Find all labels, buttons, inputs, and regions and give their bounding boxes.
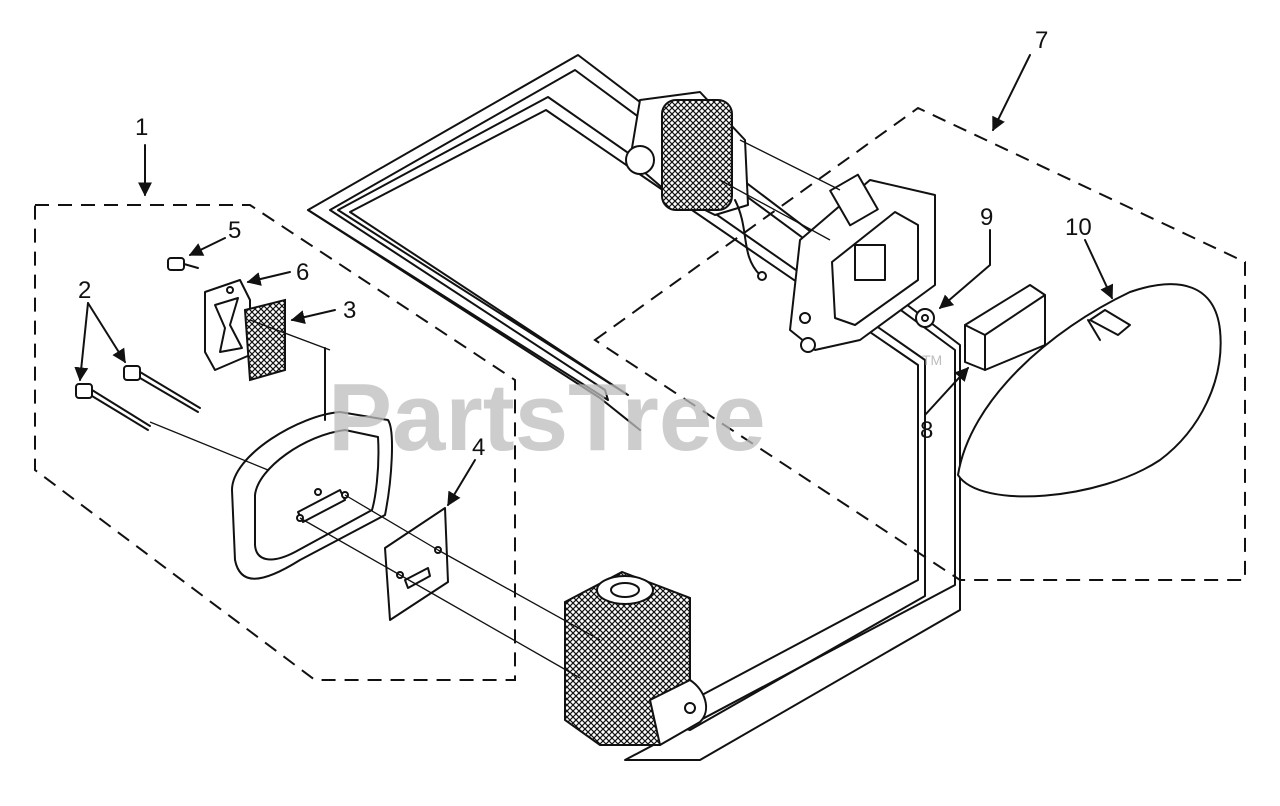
bolt-part-2 xyxy=(75,365,201,431)
assembly-lines xyxy=(149,319,601,679)
air-filter-cover-part-10 xyxy=(957,283,1222,498)
spark-arrestor-plate-part-6 xyxy=(204,279,251,371)
callout-6: 6 xyxy=(296,259,309,286)
callout-4: 4 xyxy=(472,434,485,461)
callout-arrows xyxy=(74,54,1114,507)
muffler-assembly-group xyxy=(34,204,516,681)
callout-3: 3 xyxy=(343,297,356,324)
callout-8: 8 xyxy=(920,417,933,444)
nut-part-9 xyxy=(915,308,935,328)
carburetor xyxy=(625,91,767,281)
screw-part-5 xyxy=(167,257,199,271)
cylinder xyxy=(564,570,708,746)
watermark-trademark: TM xyxy=(922,352,942,368)
callout-7: 7 xyxy=(1035,27,1048,54)
spark-arrestor-screen-part-3 xyxy=(243,298,286,382)
callout-10: 10 xyxy=(1065,214,1092,241)
watermark-logo: PartsTree xyxy=(328,364,766,471)
callout-5: 5 xyxy=(228,217,241,244)
air-filter-base xyxy=(789,173,936,353)
air-filter-assembly-group xyxy=(593,106,1246,581)
callout-1: 1 xyxy=(135,114,148,141)
callout-2: 2 xyxy=(78,277,91,304)
muffler-body xyxy=(231,347,393,580)
air-filter-element-part-8 xyxy=(964,284,1046,371)
callout-9: 9 xyxy=(980,204,993,231)
